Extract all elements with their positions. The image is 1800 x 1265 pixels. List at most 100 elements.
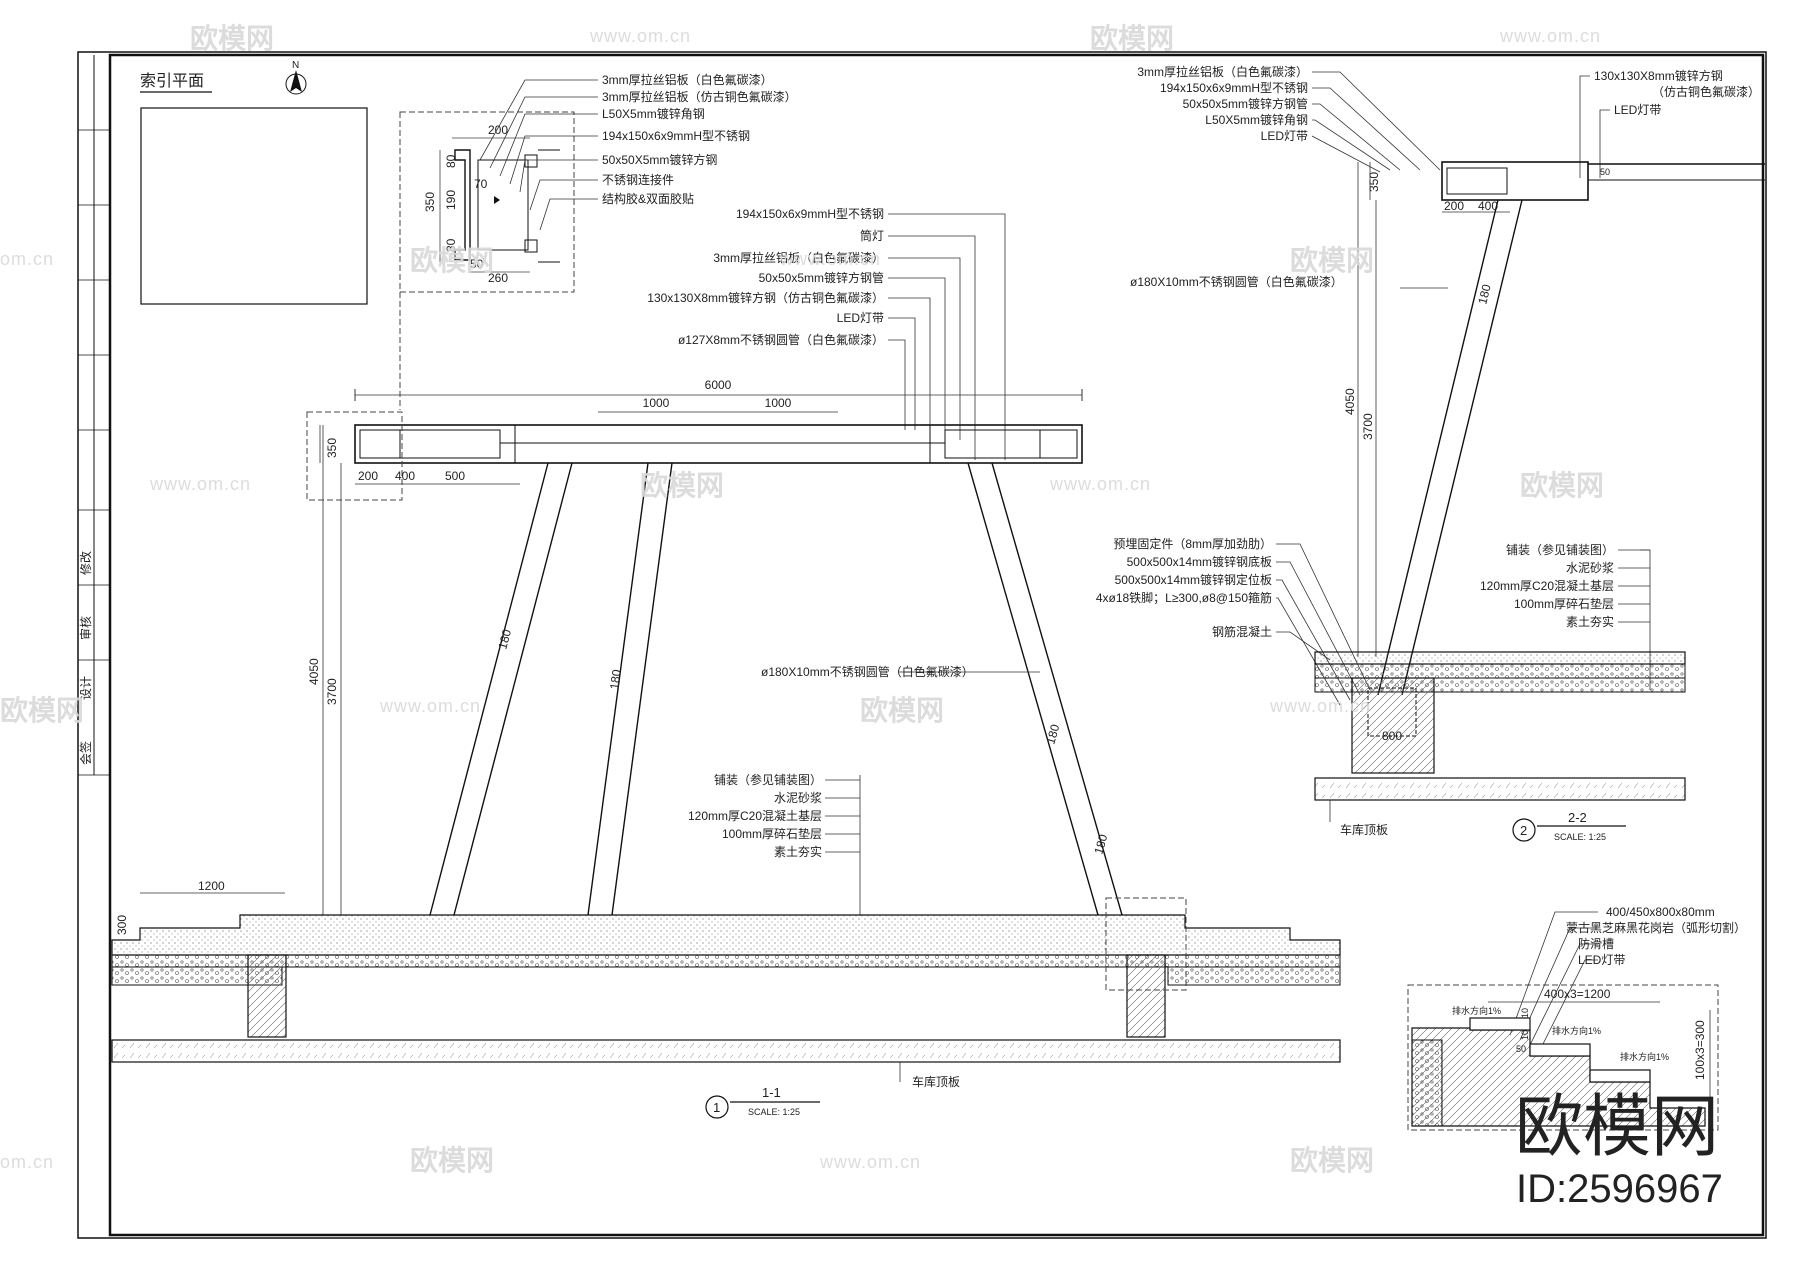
- s1-label-4: 50x50x5mm镀锌方钢管: [759, 270, 884, 285]
- s2-dim-800: 800: [1382, 729, 1402, 743]
- s2-label-4: L50X5mm镀锌角钢: [1205, 113, 1308, 127]
- s1-pipe-2: [587, 462, 649, 916]
- step-slope-1: 排水方向1%: [1452, 1005, 1501, 1016]
- watermark-url-10: om.cn: [0, 1152, 54, 1172]
- s1-label-6: LED灯带: [837, 311, 884, 325]
- s2-roof-label: 车库顶板: [1340, 822, 1388, 837]
- s1-pipe-dim-4: 180: [1091, 832, 1110, 855]
- s1-label-7: ø127X8mm不锈钢圆管（白色氟碳漆）: [678, 332, 884, 347]
- s2-title: 2-2: [1568, 810, 1587, 825]
- step-label-4: LED灯带: [1578, 953, 1625, 967]
- watermark-logo-9: 欧模网: [410, 1145, 494, 1176]
- s1-dim-300: 300: [115, 915, 129, 935]
- step-dim-side: 100x3=300: [1693, 1020, 1707, 1080]
- s1-pipe-dim-1: 180: [495, 627, 514, 650]
- detail-label-5: 50x50X5mm镀锌方钢: [602, 152, 717, 167]
- watermark-logo-8: 欧模网: [0, 695, 84, 726]
- step-dim-small-3: 50: [1516, 1044, 1526, 1054]
- s2-ground-5: 素土夯实: [1566, 614, 1614, 629]
- s1-label-1: 194x150x6x9mmH型不锈钢: [736, 207, 884, 221]
- s2-dim-50: 50: [1600, 167, 1610, 177]
- s2-dim-4050: 4050: [1343, 388, 1357, 415]
- detail-dim-80a: 80: [444, 154, 458, 168]
- s1-pipe-label: ø180X10mm不锈钢圆管（白色氟碳漆）: [761, 664, 974, 679]
- s1-pipe-3: [967, 462, 1099, 916]
- detail-dim-350: 350: [423, 192, 437, 212]
- s2-pipe-label: ø180X10mm不锈钢圆管（白色氟碳漆）: [1130, 274, 1343, 289]
- watermark-logo-6: 欧模网: [1520, 470, 1604, 501]
- watermark-url-2: www.om.cn: [1499, 26, 1601, 46]
- detail-dim-260: 260: [488, 271, 508, 285]
- watermark-logo-3: 欧模网: [410, 245, 494, 276]
- s2-ground-1: 铺装（参见铺装图）: [1506, 542, 1614, 557]
- detail-dim-200: 200: [488, 123, 508, 137]
- detail-label-2: 3mm厚拉丝铝板（仿古铜色氟碳漆）: [602, 89, 797, 104]
- watermark-logo-1: 欧模网: [190, 23, 274, 54]
- title-block-row-2: 审核: [78, 616, 93, 640]
- title-block-row-4: 会签: [78, 741, 93, 765]
- s1-scale: SCALE: 1:25: [748, 1107, 800, 1117]
- detail-label-3: L50X5mm镀锌角钢: [602, 107, 705, 121]
- s1-dim-1200: 1200: [198, 879, 225, 893]
- watermarks: 欧模网 欧模网 www.om.cn www.om.cn 欧模网 欧模网 www.…: [0, 23, 1604, 1176]
- watermark-logo-2: 欧模网: [1090, 23, 1174, 54]
- s2-label-r1: 130x130X8mm镀锌方钢: [1594, 68, 1723, 83]
- s2-scale: SCALE: 1:25: [1554, 832, 1606, 842]
- watermark-url-6: www.om.cn: [1049, 474, 1151, 494]
- section-2-2: 3mm厚拉丝铝板（白色氟碳漆） 194x150x6x9mmH型不锈钢 50x50…: [1096, 64, 1765, 842]
- s2-concrete-label: 钢筋混凝土: [1212, 624, 1272, 639]
- detail-dim-50: 50: [470, 257, 484, 271]
- s2-base-3: 500x500x14mm镀锌钢定位板: [1115, 572, 1272, 587]
- s2-canopy-beam: [1441, 161, 1589, 201]
- step-slope-2: 排水方向1%: [1552, 1025, 1601, 1036]
- detail-dim-190: 190: [444, 190, 458, 210]
- brand-logo: 欧模网: [1515, 1089, 1719, 1165]
- s1-ground-1: 铺装（参见铺装图）: [714, 772, 822, 787]
- s2-label-2: 194x150x6x9mmH型不锈钢: [1160, 81, 1308, 95]
- watermark-logo-5: 欧模网: [640, 470, 724, 501]
- s2-base-2: 500x500x14mm镀锌钢底板: [1127, 554, 1272, 569]
- s1-dim-400: 400: [395, 469, 415, 483]
- s2-title-no: 2: [1520, 823, 1527, 838]
- s1-dim-500: 500: [445, 469, 465, 483]
- s1-canopy-beam: [354, 424, 1083, 464]
- detail-dim-70: 70: [474, 177, 488, 191]
- index-plan-frame: [140, 107, 368, 305]
- s2-garage-roof-slab: [1314, 777, 1686, 801]
- s2-pipe: [1377, 199, 1499, 696]
- brand-id: ID:2596967: [1516, 1167, 1723, 1211]
- s1-garage-roof-slab: [111, 1039, 1341, 1063]
- s2-label-r2: （仿古铜色氟碳漆）: [1652, 84, 1760, 99]
- watermark-url-8: www.om.cn: [1269, 696, 1371, 716]
- section-1-1: 194x150x6x9mmH型不锈钢 筒灯 3mm厚拉丝铝板（白色氟碳漆） 50…: [111, 207, 1341, 1119]
- s1-title-no: 1: [713, 1100, 720, 1115]
- s1-ground-2: 水泥砂浆: [774, 790, 822, 805]
- detail-label-1: 3mm厚拉丝铝板（白色氟碳漆）: [602, 72, 773, 87]
- detail-label-7: 结构胶&双面胶贴: [602, 191, 694, 206]
- s1-ground-4: 100mm厚碎石垫层: [722, 826, 822, 841]
- north-label: N: [292, 60, 299, 71]
- step-dim-top: 400x3=1200: [1544, 987, 1611, 1001]
- s2-label-5: LED灯带: [1261, 129, 1308, 143]
- s2-base-4: 4xø18铁脚；L≥300,ø8@150箍筋: [1096, 590, 1272, 605]
- s2-label-r3: LED灯带: [1614, 103, 1661, 117]
- s2-ground-3: 120mm厚C20混凝土基层: [1480, 578, 1614, 593]
- s1-dim-3700: 3700: [325, 678, 339, 705]
- s1-dim-1000a: 1000: [643, 396, 670, 410]
- s1-footing-left: [247, 954, 287, 1038]
- detail-callout: 200 80 70 350 190 80 50 260 3mm厚拉丝铝板（白色氟…: [399, 72, 797, 410]
- s1-dim-6000: 6000: [705, 378, 732, 392]
- s1-ground-5: 素土夯实: [774, 844, 822, 859]
- detail-label-6: 不锈钢连接件: [602, 172, 674, 187]
- detail-dim-80b: 80: [444, 238, 458, 252]
- s1-dim-350: 350: [325, 438, 339, 458]
- sheet-outer-border: [77, 51, 1767, 1239]
- s1-pipe-dim-2: 180: [607, 668, 624, 690]
- s2-footing: [1351, 677, 1435, 774]
- index-plan-title: 索引平面: [140, 72, 204, 90]
- watermark-url-9: www.om.cn: [819, 1152, 921, 1172]
- s2-base-1: 预埋固定件（8mm厚加劲肋）: [1113, 536, 1272, 551]
- s1-label-5: 130x130X8mm镀锌方钢（仿古铜色氟碳漆）: [647, 290, 884, 305]
- watermark-logo-10: 欧模网: [1290, 1145, 1374, 1176]
